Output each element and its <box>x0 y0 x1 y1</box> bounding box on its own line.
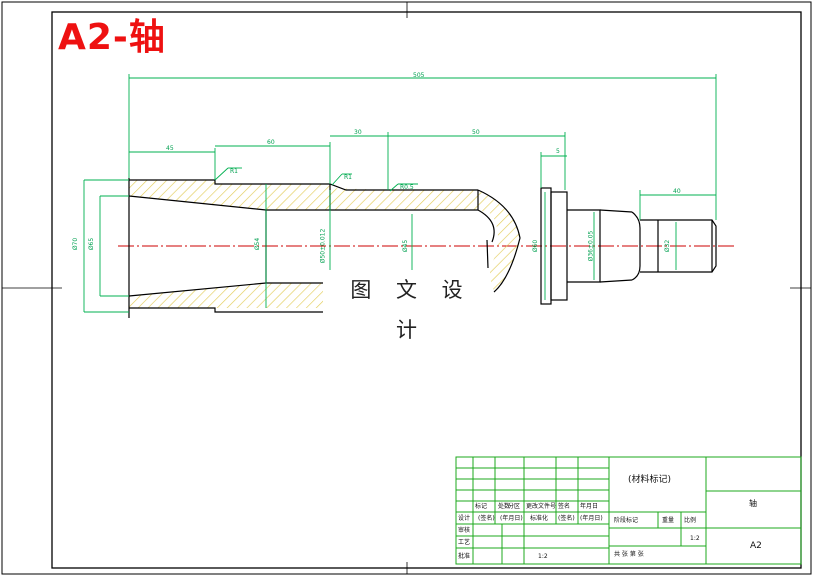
tb-review: 审核 <box>458 527 471 534</box>
dim-right-end: 40 <box>673 188 681 195</box>
drawing-title: A2-轴 <box>58 17 166 58</box>
dim-dia-outer: Ø70 <box>72 237 80 251</box>
tb-row-mark: 标记 <box>475 503 488 510</box>
dim-seg-c: 30 <box>354 129 362 136</box>
tb-date-2: (年月日) <box>580 515 603 522</box>
tb-part-name: 轴 <box>749 499 757 508</box>
tb-design: 设计 <box>458 515 471 522</box>
dim-radius-2: R1 <box>344 174 352 181</box>
tb-row-sign: 签名 <box>558 503 571 510</box>
watermark-text: 图 文 设 计 <box>323 270 490 342</box>
dim-dia-inner: Ø45 <box>402 239 410 253</box>
dim-dia-fit: Ø50±0.012 <box>319 228 327 264</box>
dim-dia-bore-left: Ø65 <box>88 237 96 251</box>
tb-date: (年月日) <box>500 515 523 522</box>
tb-approve: 批准 <box>458 553 471 560</box>
tb-sheet: 共 张 第 张 <box>614 551 644 558</box>
tb-scale: 1:2 <box>690 535 700 542</box>
section-hatch <box>129 180 520 308</box>
dim-dia-shaft: Ø36±0.05 <box>587 230 595 262</box>
tb-stage-mark: 阶段标记 <box>614 517 639 524</box>
title-block-grid <box>455 456 802 565</box>
tb-row-count: 处数 <box>498 503 511 510</box>
tb-material: (材料标记) <box>628 475 672 485</box>
dimension-lines <box>83 74 717 313</box>
dim-dia-flange: Ø60 <box>532 239 540 253</box>
dim-overall-length: 505 <box>413 72 425 79</box>
tb-row-change: 更改文件号 <box>526 503 557 510</box>
dim-dia-mid: Ø54 <box>254 237 262 251</box>
tb-row-date: 年月日 <box>580 503 599 510</box>
tb-craft: 工艺 <box>458 539 471 546</box>
tb-sign-2: (签名) <box>558 515 575 522</box>
tb-sign: (签名) <box>478 515 495 522</box>
tb-weight: 重量 <box>662 517 675 524</box>
dim-seg-d: 50 <box>472 129 480 136</box>
dim-dia-end: Ø32 <box>664 239 672 253</box>
dim-radius-1: R1 <box>230 168 238 175</box>
dim-flange-width: 5 <box>556 148 560 155</box>
tb-scale-mark: 1:2 <box>538 553 548 560</box>
tb-drawing-no: A2 <box>750 541 762 551</box>
dim-radius-3: R0.5 <box>400 184 414 191</box>
tb-standardize: 标准化 <box>530 515 549 522</box>
dim-seg-a: 45 <box>166 145 174 152</box>
tb-ratio: 比例 <box>684 517 697 524</box>
dim-seg-b: 60 <box>267 139 275 146</box>
tb-row-zone: 分区 <box>508 503 521 510</box>
